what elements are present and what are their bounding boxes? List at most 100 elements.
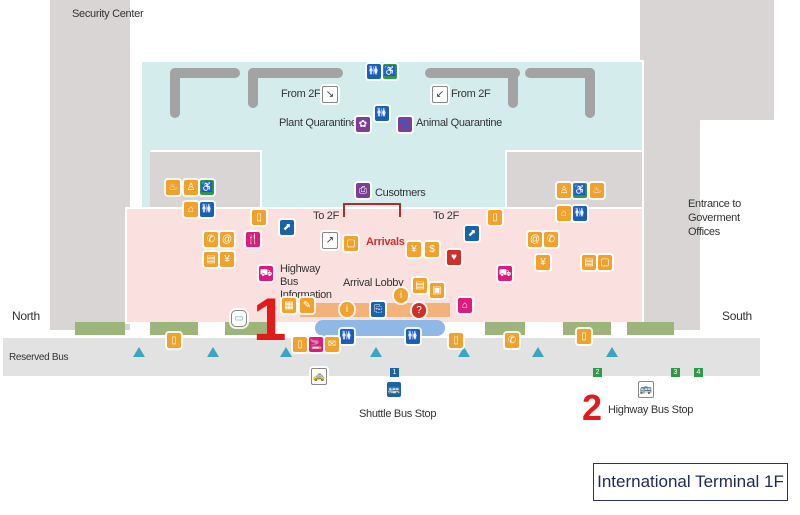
accessible-icon: ♿ [573,183,587,198]
vending-icon: ▯ [293,337,307,352]
baggage-carousel [508,68,518,108]
planter [75,322,125,335]
crosswalk-marker [207,347,219,357]
from-2f-label: From 2F [451,88,491,100]
delivery-icon: ▣ [430,283,444,298]
baggage-carousel [425,68,520,78]
shop-icon: ⛟ [259,266,273,281]
shop-icon: ⌂ [458,298,472,313]
entrance-government-label: Entrance to Goverment Offices [688,198,741,238]
security-center-label: Security Center [72,8,144,20]
information-icon: i [394,288,408,303]
lost-found-icon: ⎘ [371,302,385,317]
highway-bus-stop-label: Highway Bus Stop [608,404,694,416]
escalator-icon: ⬈ [465,226,479,241]
accessible-icon: ♿ [200,180,214,195]
highway-bus-information-label: Highway Bus Information [280,263,332,301]
from-2f-label: From 2F [281,88,321,100]
north-label: North [12,309,40,323]
locker-icon: ▤ [204,252,218,267]
lounge-icon: ▢ [344,236,358,251]
currency-exchange-icon: ¥ [536,255,550,270]
shuttle-bus-icon: 🚌 [387,382,401,397]
restroom-icon: 🚻 [573,206,587,221]
shower-icon: ♨ [166,180,180,195]
to-2f-label: To 2F [433,210,460,222]
marker-2: 2 [582,387,603,428]
escalator-icon: ⬈ [280,220,294,235]
stop-number-2: 2 [593,368,602,377]
shuttle-bus-stop-label: Shuttle Bus Stop [359,408,437,420]
mailbox-icon: ✉ [325,337,339,352]
arrivals-arrow [343,203,401,217]
restroom-icon: 🚻 [406,329,420,344]
highway-bus-icon: 🚌 [638,381,654,398]
restroom-icon: 🚻 [375,106,389,121]
east-wing [640,0,700,330]
baggage-icon: ▭ [231,310,247,327]
animal-quarantine-label: Animal Quarantine [416,117,503,129]
crosswalk-marker [532,347,544,357]
plant-quarantine-icon: ✿ [356,117,370,132]
map-title-box: International Terminal 1F [593,463,788,501]
restaurant-icon: 🍴 [246,232,260,247]
restroom-icon: 🚻 [340,329,354,344]
west-wing [50,0,130,330]
shop-icon: ⛟ [498,266,512,281]
customs-label: Cusotmers [375,187,426,199]
currency-exchange-icon: ¥ [407,242,421,257]
south-label: South [722,309,752,323]
information-icon: i [340,302,354,317]
lounge-icon: ▢ [598,255,612,270]
crosswalk-marker [280,347,292,357]
vending-icon: ▯ [167,333,181,348]
planter [563,322,611,335]
vending-icon: ▯ [488,210,502,225]
cloakroom-icon: ⌂ [557,206,571,221]
bus-road [3,338,760,376]
crosswalk-marker [606,347,618,357]
stop-number-1: 1 [390,368,399,377]
escalator-icon: ↙ [432,86,448,103]
exit-gate [315,320,445,336]
baggage-carousel [170,68,240,78]
planter [485,322,525,335]
cloakroom-icon: ⌂ [184,202,198,217]
restroom-icon: 🚻 [200,202,214,217]
customs-icon: ⎙ [356,183,370,198]
marker-1: 1 [253,286,287,353]
bus-information-icon: ▦ [282,298,296,313]
crosswalk-marker [370,347,382,357]
vending-icon: ▯ [252,210,266,225]
crosswalk-marker [458,347,470,357]
vending-icon: ▯ [449,333,463,348]
accessible-icon: ♿ [383,64,397,79]
internet-icon: @ [220,232,234,247]
ticket-icon: ✎ [300,298,314,313]
to-2f-label: To 2F [313,210,340,222]
phone-icon: ✆ [204,232,218,247]
restroom-icon: 🚻 [367,64,381,79]
phone-icon: ✆ [505,333,519,348]
baggage-carousel [248,68,258,108]
vending-icon: ▯ [577,329,591,344]
escalator-icon: ↘ [322,86,338,103]
planter [150,322,198,335]
taxi-icon: 🚕 [311,368,327,385]
stop-number-3: 3 [671,368,680,377]
aed-icon: ♥ [447,250,461,265]
baggage-carousel [170,68,180,118]
reserved-bus-label: Reserved Bus [9,352,69,363]
smoking-icon: 🚬 [309,337,323,352]
escalator-icon: ↗ [322,232,338,249]
baggage-carousel [585,68,595,118]
plant-quarantine-label: Plant Quarantine [279,117,357,129]
arrivals-label: Arrivals [366,236,405,248]
animal-quarantine-icon: 🐾 [398,117,412,132]
arrival-lobby-label: Arrival Lobby [343,277,404,289]
crosswalk-marker [133,347,145,357]
baggage-carousel [248,68,343,78]
east-block [505,150,642,210]
baby-room-icon: ♙ [557,183,571,198]
ticket-icon: ▤ [413,278,427,293]
